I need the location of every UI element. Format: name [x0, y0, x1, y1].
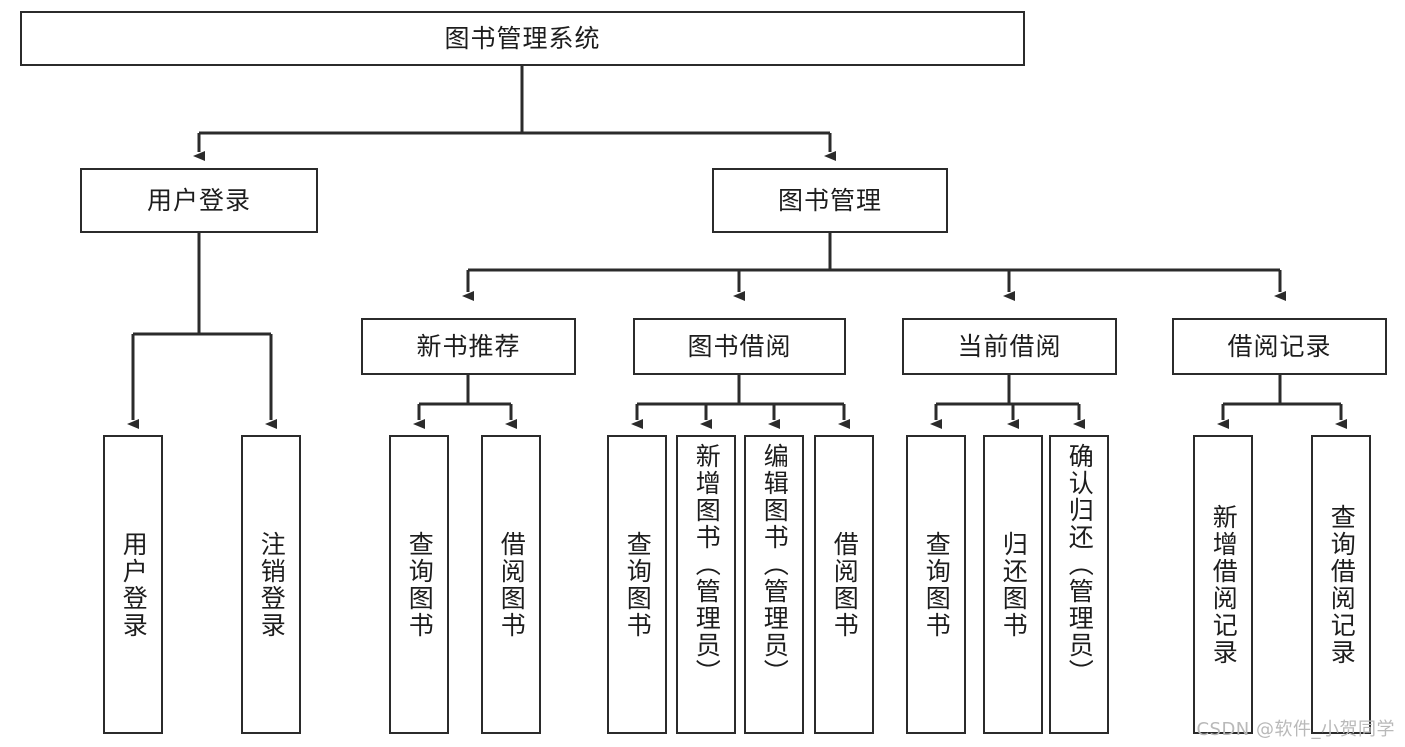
node-user-login[interactable]: 用户登录 [80, 168, 318, 233]
node-leaf-borrow-book[interactable]: 借阅图书 [814, 435, 874, 734]
node-leaf-query-book-borrow[interactable]: 查询图书 [607, 435, 667, 734]
node-leaf-edit-book-admin[interactable]: 编辑图书（管理员） [744, 435, 804, 734]
node-book-management-system[interactable]: 图书管理系统 [20, 11, 1025, 66]
node-leaf-query-borrow-record[interactable]: 查询借阅记录 [1311, 435, 1371, 734]
node-leaf-query-book-recommend[interactable]: 查询图书 [389, 435, 449, 734]
node-book-manage[interactable]: 图书管理 [712, 168, 948, 233]
node-new-book-recommend[interactable]: 新书推荐 [361, 318, 576, 375]
node-borrow-record[interactable]: 借阅记录 [1172, 318, 1387, 375]
node-leaf-add-book-admin[interactable]: 新增图书（管理员） [676, 435, 736, 734]
node-book-borrow[interactable]: 图书借阅 [633, 318, 846, 375]
node-leaf-return-book[interactable]: 归还图书 [983, 435, 1043, 734]
node-current-borrow[interactable]: 当前借阅 [902, 318, 1117, 375]
csdn-watermark: CSDN @软件_小贺同学 [1196, 719, 1395, 740]
node-leaf-confirm-return-admin[interactable]: 确认归还（管理员） [1049, 435, 1109, 734]
node-leaf-query-book-current[interactable]: 查询图书 [906, 435, 966, 734]
node-leaf-borrow-book-recommend[interactable]: 借阅图书 [481, 435, 541, 734]
node-leaf-user-logout[interactable]: 注销登录 [241, 435, 301, 734]
node-leaf-add-borrow-record[interactable]: 新增借阅记录 [1193, 435, 1253, 734]
node-leaf-user-login[interactable]: 用户登录 [103, 435, 163, 734]
